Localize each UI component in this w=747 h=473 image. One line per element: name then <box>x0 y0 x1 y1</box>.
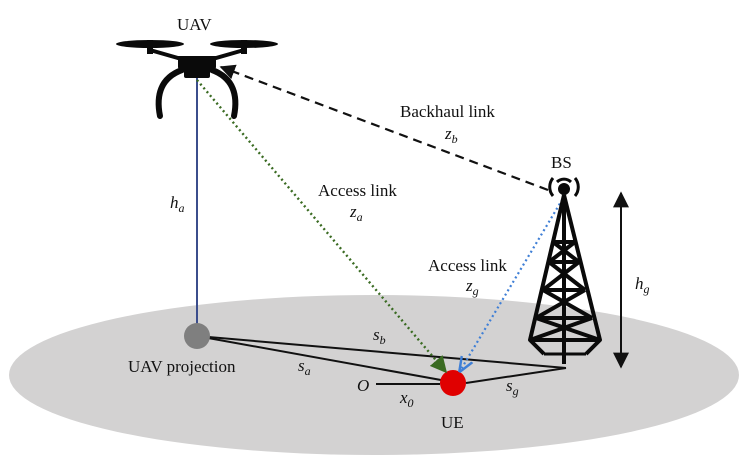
line-s-b <box>196 335 567 369</box>
drone-icon <box>116 40 278 119</box>
bs-access-link-label: Access link <box>428 256 507 275</box>
bs-label: BS <box>551 153 572 172</box>
uav-label: UAV <box>177 15 212 34</box>
backhaul-link-label: Backhaul link <box>400 102 495 121</box>
symbol-h-g: hg <box>635 274 650 296</box>
uav-access-link-line <box>196 79 448 374</box>
symbol-h-a: ha <box>170 193 185 215</box>
backhaul-link-line <box>219 64 549 192</box>
uav-projection-label: UAV projection <box>128 357 236 376</box>
symbol-x-0: x0 <box>399 388 414 410</box>
origin-label: O <box>357 376 369 395</box>
uav-projection-point <box>184 323 210 349</box>
symbol-z-b: zb <box>444 124 458 146</box>
symbol-s-b: sb <box>373 325 386 347</box>
symbol-s-g: sg <box>506 376 519 398</box>
line-s-g <box>465 367 567 384</box>
line-s-a <box>196 335 442 381</box>
uav-access-link-label: Access link <box>318 181 397 200</box>
cell-tower-icon <box>528 177 602 364</box>
ue-point <box>440 370 466 396</box>
symbol-s-a: sa <box>298 356 311 378</box>
symbol-z-a: za <box>349 202 363 224</box>
ue-label: UE <box>441 413 464 432</box>
bs-access-link-line <box>460 194 566 371</box>
symbol-z-g: zg <box>465 276 479 298</box>
ground-plane <box>9 295 739 455</box>
